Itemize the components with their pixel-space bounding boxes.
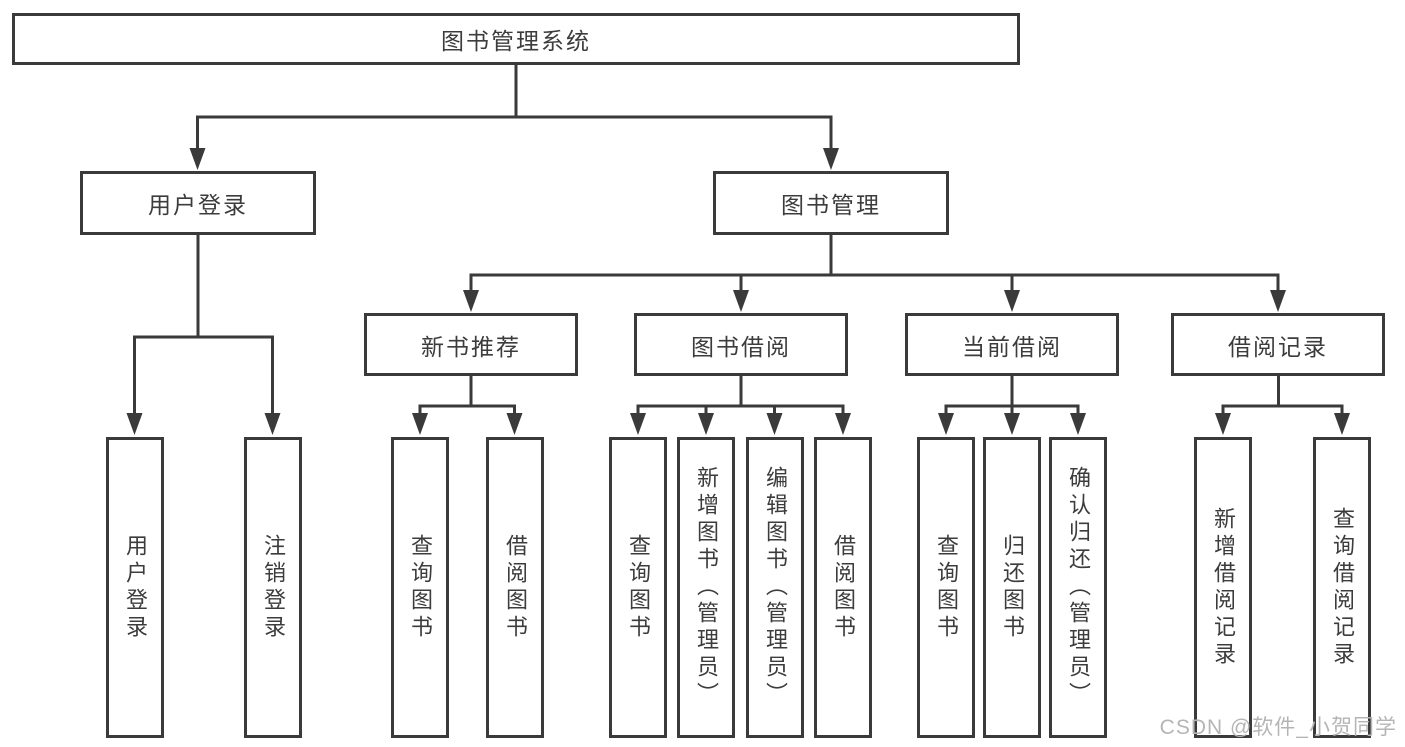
leaf-user-login: 用户登录 [106,437,164,738]
leaf-confirm-return-admin: 确认归还（管理员） [1049,437,1107,738]
node-root: 图书管理系统 [12,13,1020,65]
leaf-add-book-admin-label: 新增图书（管理员） [694,466,719,709]
leaf-query-borrow-record: 查询借阅记录 [1313,437,1371,738]
node-book-borrowing: 图书借阅 [634,313,848,376]
node-current-borrowing-label: 当前借阅 [962,333,1062,360]
leaf-add-borrow-record-label: 新增借阅记录 [1211,506,1236,669]
leaf-query-books-borrowing-label: 查询图书 [626,533,651,642]
node-current-borrowing: 当前借阅 [905,313,1119,376]
node-book-management: 图书管理 [713,171,949,235]
leaf-borrow-books-borrowing: 借阅图书 [814,437,872,738]
leaf-add-borrow-record: 新增借阅记录 [1194,437,1252,738]
node-root-label: 图书管理系统 [441,28,591,54]
node-book-borrowing-label: 图书借阅 [691,333,791,360]
leaf-edit-book-admin: 编辑图书（管理员） [746,437,804,738]
leaf-borrow-books-recommend-label: 借阅图书 [503,533,528,642]
leaf-return-book: 归还图书 [983,437,1041,738]
leaf-query-borrow-record-label: 查询借阅记录 [1330,506,1355,669]
node-book-management-label: 图书管理 [781,192,881,218]
node-borrow-records-label: 借阅记录 [1228,333,1328,360]
leaf-query-books-current-label: 查询图书 [934,533,959,642]
leaf-query-books-recommend: 查询图书 [391,437,449,738]
leaf-confirm-return-admin-label: 确认归还（管理员） [1066,466,1091,709]
arrowheads [126,148,1350,435]
csdn-watermark: CSDN @软件_小贺同学 [1159,716,1397,739]
leaf-query-books-current: 查询图书 [917,437,975,738]
leaf-logout-label: 注销登录 [261,533,286,642]
leaf-borrow-books-borrowing-label: 借阅图书 [831,533,856,642]
leaf-query-books-borrowing: 查询图书 [609,437,667,738]
node-new-book-recommend-label: 新书推荐 [421,333,521,360]
leaf-query-books-recommend-label: 查询图书 [408,533,433,642]
node-user-login-label: 用户登录 [148,192,248,218]
leaf-return-book-label: 归还图书 [1000,533,1025,642]
leaf-logout: 注销登录 [244,437,302,738]
node-new-book-recommend: 新书推荐 [364,313,578,376]
leaf-borrow-books-recommend: 借阅图书 [486,437,544,738]
leaf-edit-book-admin-label: 编辑图书（管理员） [763,466,788,709]
node-user-login: 用户登录 [80,171,316,235]
node-borrow-records: 借阅记录 [1171,313,1385,376]
leaf-add-book-admin: 新增图书（管理员） [677,437,735,738]
leaf-user-login-label: 用户登录 [123,533,148,642]
